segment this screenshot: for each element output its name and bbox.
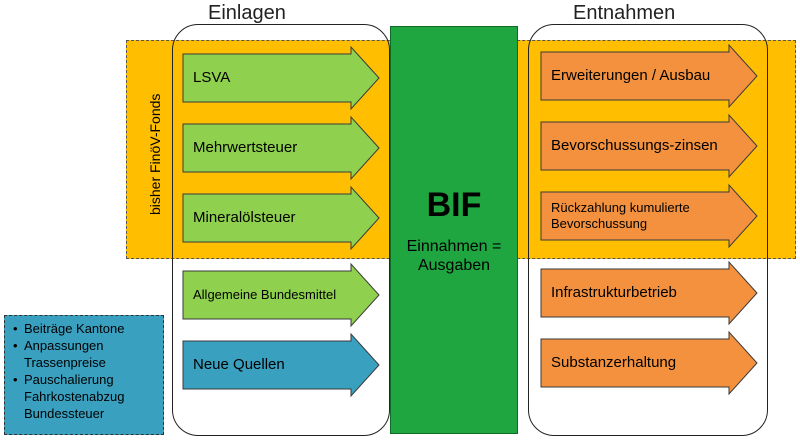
einlagen-arrow-2-shape bbox=[182, 115, 380, 181]
entnahmen-arrow-1-label: Erweiterungen / Ausbau bbox=[551, 67, 711, 84]
bif-subtitle-2: Ausgaben bbox=[417, 256, 491, 274]
entnahmen-bracket bbox=[528, 24, 768, 436]
entnahmen-arrow-4-label: Infrastrukturbetrieb bbox=[551, 284, 677, 301]
einlagen-arrow-4-shape bbox=[182, 262, 380, 328]
einlagen-arrow-3: Mineralölsteuer bbox=[182, 185, 380, 251]
header-einlagen: Einlagen bbox=[208, 2, 286, 24]
einlagen-arrow-5-shape bbox=[182, 332, 380, 398]
note-item: Anpassungen Trassenpreise bbox=[13, 337, 155, 371]
entnahmen-arrow-3: Rückzahlung kumulierte Bevorschussung bbox=[540, 183, 758, 249]
bif-box: BIF Einnahmen = Ausgaben bbox=[390, 26, 518, 434]
entnahmen-arrow-5-label: Substanzerhaltung bbox=[551, 354, 677, 371]
bif-subtitle-1: Einnahmen = bbox=[406, 237, 502, 255]
entnahmen-arrow-2-label: Bevorschussungs-zinsen bbox=[551, 137, 718, 154]
neue-quellen-note: Beiträge KantoneAnpassungen Trassenpreis… bbox=[4, 315, 164, 435]
einlagen-arrow-4: Allgemeine Bundesmittel bbox=[182, 262, 380, 328]
entnahmen-arrow-2-shape bbox=[540, 113, 758, 179]
entnahmen-arrow-1-shape bbox=[540, 43, 758, 109]
einlagen-arrow-5-label: Neue Quellen bbox=[193, 356, 285, 373]
einlagen-arrow-2-label: Mehrwertsteuer bbox=[193, 139, 298, 156]
entnahmen-arrow-1: Erweiterungen / Ausbau bbox=[540, 43, 758, 109]
note-item: Pauschalierung Fahrkostenabzug Bundesste… bbox=[13, 371, 155, 422]
entnahmen-arrow-4: Infrastrukturbetrieb bbox=[540, 260, 758, 326]
header-entnahmen: Entnahmen bbox=[573, 2, 676, 24]
einlagen-arrow-1-label: LSVA bbox=[193, 69, 231, 86]
finoev-fonds-label: bisher FinöV-Fonds bbox=[147, 93, 163, 215]
einlagen-arrow-2: Mehrwertsteuer bbox=[182, 115, 380, 181]
einlagen-arrow-1-shape bbox=[182, 45, 380, 111]
entnahmen-arrow-2: Bevorschussungs-zinsen bbox=[540, 113, 758, 179]
note-list: Beiträge KantoneAnpassungen Trassenpreis… bbox=[13, 320, 155, 422]
entnahmen-arrow-5: Substanzerhaltung bbox=[540, 330, 758, 396]
entnahmen-arrow-4-shape bbox=[540, 260, 758, 326]
einlagen-arrow-1: LSVA bbox=[182, 45, 380, 111]
einlagen-arrow-3-shape bbox=[182, 185, 380, 251]
entnahmen-arrow-3-label: Rückzahlung kumulierte Bevorschussung bbox=[551, 200, 690, 231]
einlagen-bracket bbox=[172, 24, 390, 436]
einlagen-arrow-5: Neue Quellen bbox=[182, 332, 380, 398]
einlagen-arrow-4-label: Allgemeine Bundesmittel bbox=[193, 287, 337, 302]
entnahmen-arrow-3-shape bbox=[540, 183, 758, 249]
einlagen-arrow-3-label: Mineralölsteuer bbox=[193, 209, 296, 226]
bif-title: BIF bbox=[426, 185, 482, 224]
note-item: Beiträge Kantone bbox=[13, 320, 155, 337]
entnahmen-arrow-5-shape bbox=[540, 330, 758, 396]
